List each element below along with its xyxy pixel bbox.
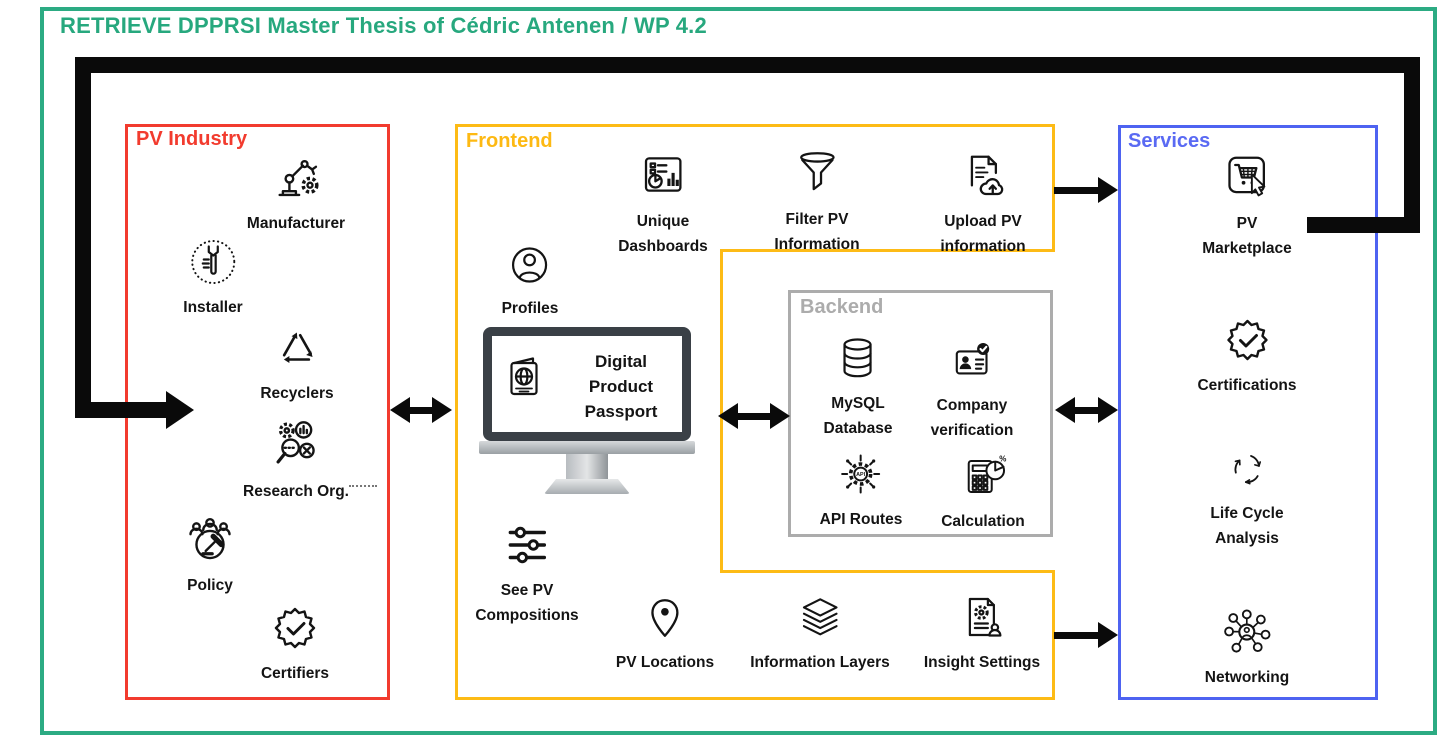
feedback-loop-right-vertical xyxy=(1404,57,1420,233)
item-label: Company verification xyxy=(930,397,1014,439)
feedback-loop-top-segment xyxy=(75,57,1420,73)
gavel-people-icon xyxy=(189,517,231,560)
robot-arm-manufacturing-icon xyxy=(278,159,319,197)
diagram-item-life-cycle-analysis: Life Cycle Analysis xyxy=(1210,448,1284,551)
diagram-item-company-verification: Company verification xyxy=(930,338,1014,443)
feedback-loop-right-arm xyxy=(1307,217,1420,233)
diagram-item-calculation: % Calculation xyxy=(941,452,1025,534)
dotted-connector xyxy=(348,485,377,487)
diagram-item-pv-marketplace: PV Marketplace xyxy=(1202,152,1292,261)
diagram-item-pv-locations: PV Locations xyxy=(616,595,714,675)
item-label: Life Cycle Analysis xyxy=(1210,505,1284,547)
item-label: Filter PV Information xyxy=(774,211,860,253)
sliders-icon xyxy=(508,526,546,564)
diagram-item-profiles: Profiles xyxy=(501,243,559,321)
profile-icon xyxy=(512,247,548,283)
arrow-upload-to-marketplace xyxy=(1054,177,1118,203)
arrow-insight-to-networking xyxy=(1054,622,1118,648)
item-label: Recyclers xyxy=(260,385,334,402)
arrow-pvindustry-frontend xyxy=(390,397,452,423)
pv-industry-title: PV Industry xyxy=(136,128,248,150)
monitor-stand-neck xyxy=(566,454,608,479)
frontend-title: Frontend xyxy=(466,130,553,152)
feedback-loop-left-arm xyxy=(75,402,168,418)
cycle-arrows-icon xyxy=(1234,455,1261,485)
item-label: MySQL Database xyxy=(823,395,893,437)
diagram-item-certifiers: Certifiers xyxy=(261,604,329,686)
services-box xyxy=(1118,125,1378,700)
diagram-item-see-pv-compositions: See PV Compositions xyxy=(475,521,579,628)
item-label: Certifications xyxy=(1197,377,1297,394)
backend-title: Backend xyxy=(800,296,884,318)
upload-document-cloud-icon xyxy=(970,155,1003,196)
calculator-pie-icon: % xyxy=(967,455,1006,493)
monitor-screen xyxy=(483,327,691,441)
diagram-item-networking: Networking xyxy=(1205,606,1289,690)
diagram-item-insight-settings: Insight Settings xyxy=(924,593,1040,675)
digital-product-passport-label: Digital Product Passport xyxy=(584,352,658,421)
research-magnifier-gears-icon xyxy=(276,421,315,464)
arrow-backend-services xyxy=(1055,397,1118,423)
svg-text:API: API xyxy=(857,472,866,478)
badge-check-icon xyxy=(1226,319,1268,361)
monitor-stand-bar xyxy=(479,441,695,454)
diagram-item-upload-pv: Upload PV information xyxy=(940,150,1026,259)
item-label: Networking xyxy=(1204,669,1290,686)
diagram-item-recyclers: Recyclers xyxy=(260,324,334,406)
diagram-item-manufacturer: Manufacturer xyxy=(247,150,345,236)
layers-icon xyxy=(802,598,838,636)
map-pin-icon xyxy=(651,599,679,637)
item-label: Installer xyxy=(183,299,243,316)
database-icon xyxy=(843,338,873,378)
item-label: Information Layers xyxy=(750,654,890,671)
diagram-item-certifications: Certifications xyxy=(1197,316,1297,398)
feedback-loop-left-vertical xyxy=(75,57,91,418)
api-gear-icon: API xyxy=(841,454,881,494)
svg-text:%: % xyxy=(999,455,1006,464)
diagram-item-mysql-database: MySQL Database xyxy=(823,334,893,441)
network-people-icon xyxy=(1224,609,1271,653)
item-label: API Routes xyxy=(819,511,903,528)
item-label: PV Marketplace xyxy=(1202,215,1292,257)
cart-cursor-icon xyxy=(1228,156,1266,197)
diagram-item-filter-pv: Filter PV Information xyxy=(774,148,860,257)
diagram-item-policy: Policy xyxy=(184,512,236,598)
item-label: Calculation xyxy=(941,513,1025,530)
services-title: Services xyxy=(1128,130,1211,152)
item-label: PV Locations xyxy=(615,654,715,671)
item-label: Unique Dashboards xyxy=(618,213,708,255)
funnel-icon xyxy=(799,152,835,191)
arrow-frontend-backend xyxy=(718,403,790,429)
page-title: RETRIEVE DPPRSI Master Thesis of Cédric … xyxy=(60,13,707,38)
diagram-item-information-layers: Information Layers xyxy=(750,595,890,675)
monitor-stand-base xyxy=(544,479,630,494)
passport-icon xyxy=(510,357,538,396)
id-card-check-icon xyxy=(956,342,990,375)
recycle-icon xyxy=(282,332,313,363)
diagram-item-research-org: Research Org. xyxy=(243,418,377,504)
item-label: Insight Settings xyxy=(923,654,1041,671)
outer-green-border xyxy=(40,7,1437,735)
wrench-hand-icon xyxy=(190,240,235,284)
item-label: Upload PV information xyxy=(940,213,1026,255)
item-label: Research Org. xyxy=(243,483,349,500)
dashboard-icon xyxy=(644,157,682,192)
diagram-item-installer: Installer xyxy=(183,238,243,320)
item-label: Profiles xyxy=(501,300,559,317)
item-label: Certifiers xyxy=(260,665,330,682)
diagram-item-api-routes: API API Routes xyxy=(819,450,903,532)
diagram-item-unique-dashboards: Unique Dashboards xyxy=(618,150,708,259)
document-gear-person-icon xyxy=(968,597,1002,637)
item-label: See PV Compositions xyxy=(475,582,579,624)
item-label: Policy xyxy=(187,577,233,594)
badge-check-icon xyxy=(274,607,316,649)
feedback-loop-arrowhead-into-pv-industry xyxy=(166,391,194,429)
item-label: Manufacturer xyxy=(246,215,346,232)
